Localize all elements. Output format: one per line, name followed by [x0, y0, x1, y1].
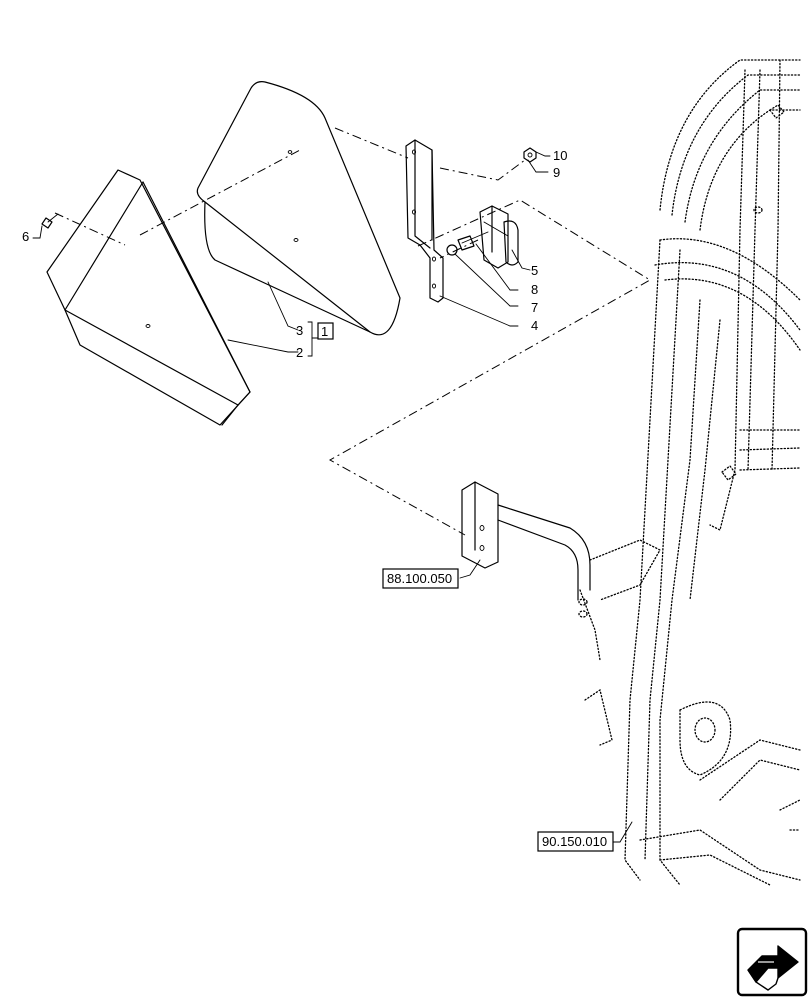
callout-1-box — [317, 322, 334, 340]
small-bolt — [41, 213, 59, 229]
callout-5: 5 — [531, 263, 538, 278]
reference-90-150-010[interactable]: 90.150.010 — [537, 831, 614, 852]
callout-3: 3 — [296, 323, 303, 338]
reference-88-100-050-label[interactable]: 88.100.050 — [387, 571, 452, 586]
callout-7: 7 — [531, 300, 538, 315]
assembly-leaders — [54, 127, 651, 536]
callout-9: 9 — [553, 165, 560, 180]
callout-10: 10 — [553, 148, 567, 163]
support-arm — [461, 481, 591, 601]
clip-part — [479, 205, 519, 269]
smv-triangle-emblem — [46, 169, 251, 426]
callout-leaders — [32, 151, 633, 843]
tractor-frame — [578, 59, 801, 886]
nut-and-washer — [523, 147, 537, 163]
backing-plate — [196, 81, 401, 336]
callout-8: 8 — [531, 282, 538, 297]
callout-4: 4 — [531, 318, 538, 333]
mounting-bracket — [405, 139, 444, 303]
callout-1-text: 1 — [321, 324, 328, 339]
callout-2: 2 — [296, 345, 303, 360]
callout-labels: 1 1 2 3 4 5 6 7 8 9 10 — [22, 148, 567, 360]
reference-88-100-050[interactable]: 88.100.050 — [382, 568, 459, 589]
callout-6: 6 — [22, 229, 29, 244]
reference-90-150-010-label[interactable]: 90.150.010 — [542, 834, 607, 849]
next-page-arrow-icon[interactable] — [736, 927, 808, 997]
